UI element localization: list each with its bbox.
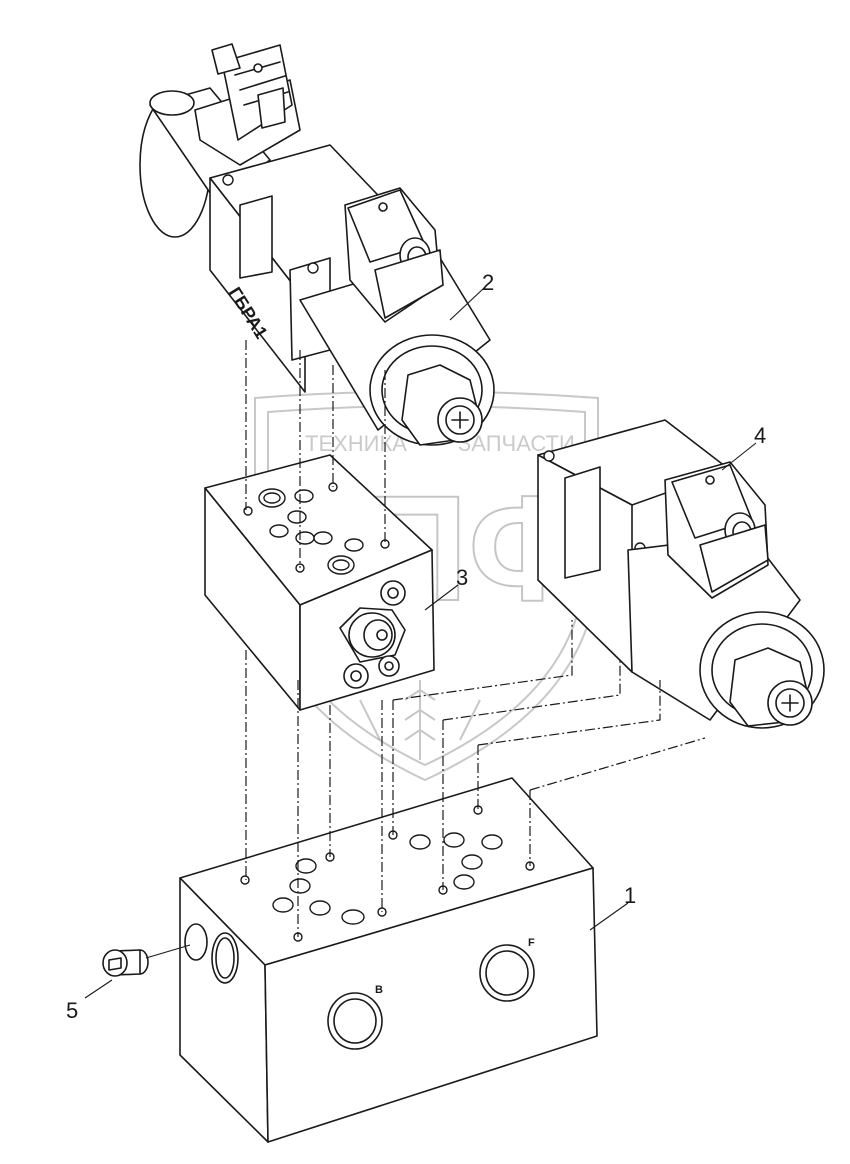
base-side-ports xyxy=(184,923,239,984)
middle-block-fitting xyxy=(339,580,406,689)
upper-connector-rear xyxy=(194,43,301,166)
base-block: B F xyxy=(179,777,598,1143)
callout-3-label: 3 xyxy=(456,565,468,590)
callout-4-label: 4 xyxy=(754,423,766,448)
callout-4: 4 xyxy=(721,423,766,471)
upper-connector-front xyxy=(344,187,444,323)
alignment-lines xyxy=(245,340,706,937)
upper-solenoid-valve: ГБРА1 xyxy=(139,43,495,446)
port-b: B xyxy=(327,984,383,1050)
callout-3: 3 xyxy=(424,565,468,611)
watermark-left-text: ТЕХНИКА xyxy=(305,431,407,456)
callout-1-label: 1 xyxy=(624,883,636,908)
manual-override-nut xyxy=(401,364,483,446)
middle-block xyxy=(204,454,435,711)
port-f-label: F xyxy=(528,937,535,949)
plug xyxy=(102,944,191,977)
callout-5-label: 5 xyxy=(66,998,78,1023)
port-f: F xyxy=(479,937,535,1002)
lower-connector xyxy=(664,461,769,599)
callout-5: 5 xyxy=(66,979,113,1023)
manual-override-nut-lower xyxy=(729,647,813,727)
lower-solenoid-valve xyxy=(537,419,825,729)
callout-2-label: 2 xyxy=(482,270,494,295)
wheat-icon xyxy=(359,680,481,760)
callouts: 1 2 3 4 5 xyxy=(66,270,766,1023)
callout-1: 1 xyxy=(589,883,636,931)
port-b-label: B xyxy=(375,984,383,996)
callout-2: 2 xyxy=(449,270,494,321)
